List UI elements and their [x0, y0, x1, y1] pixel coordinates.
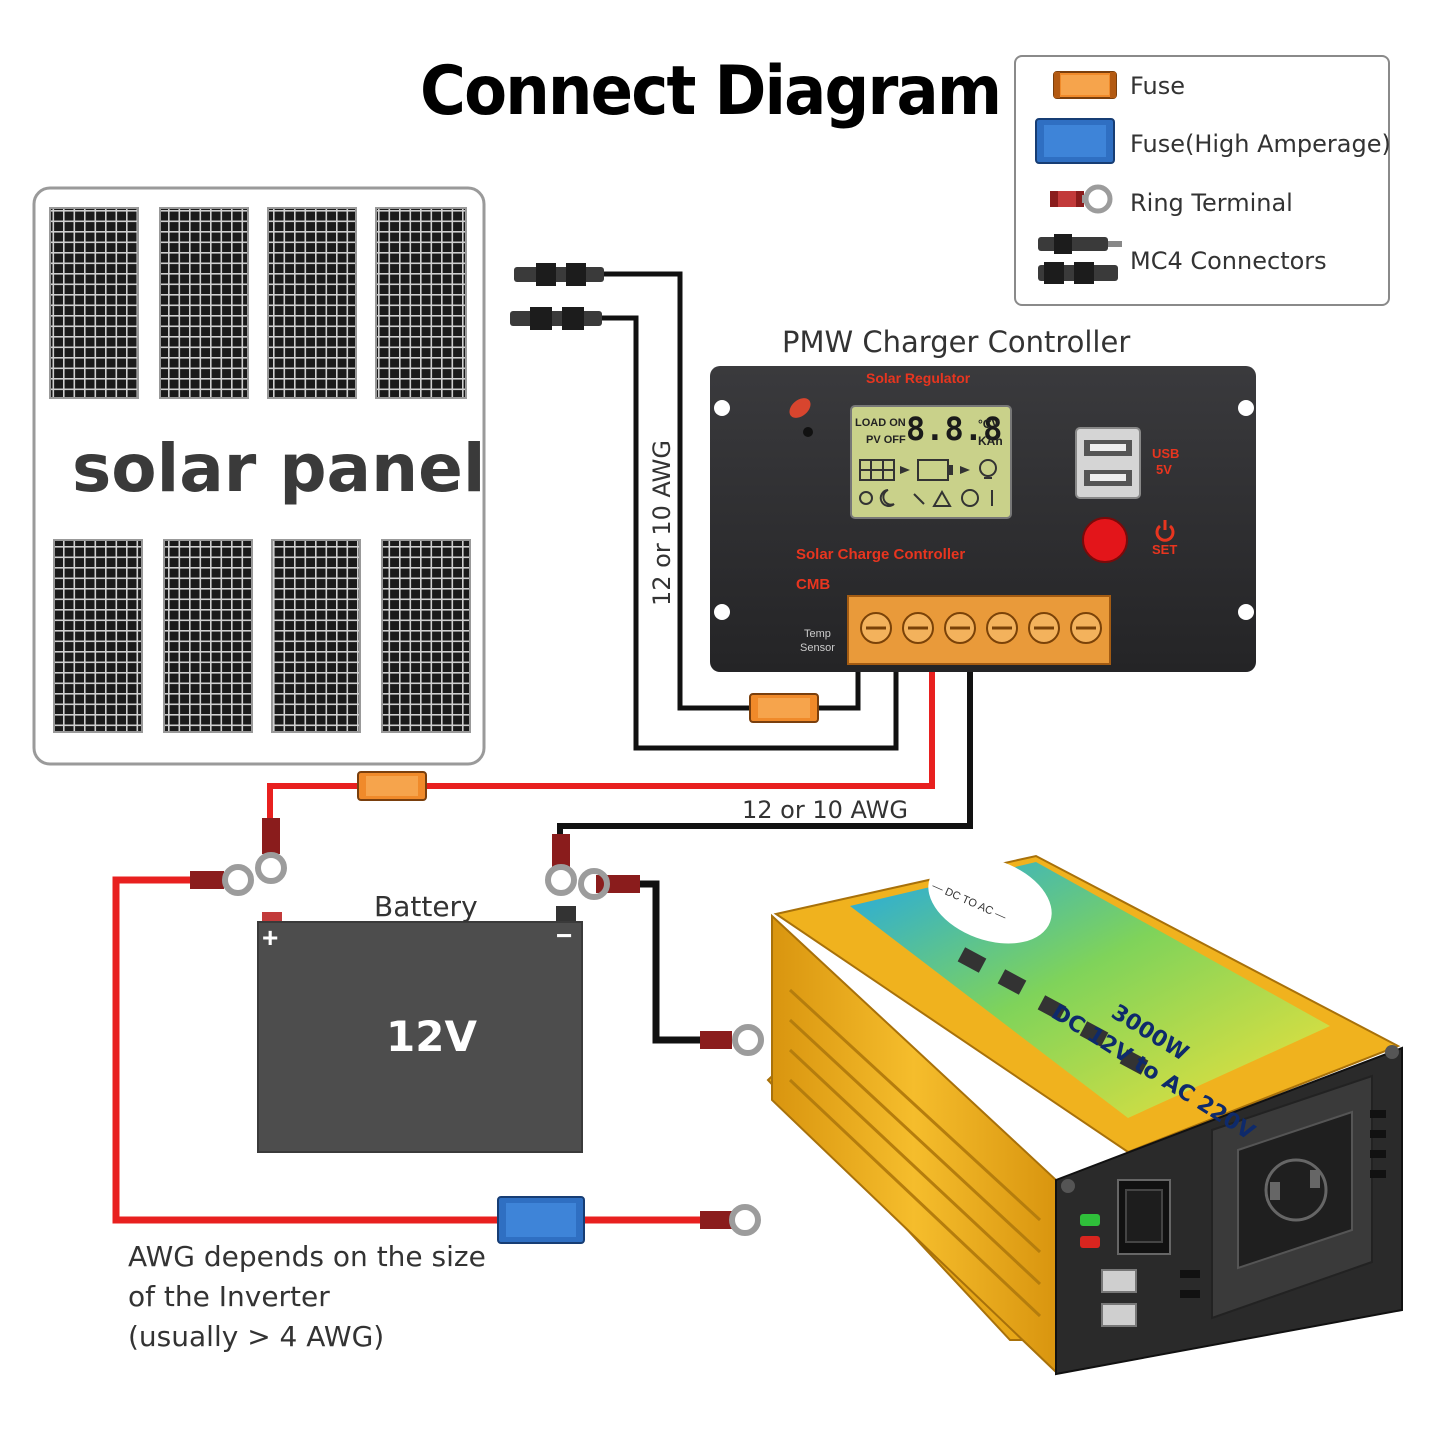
terminal-block	[847, 595, 1111, 665]
set-button[interactable]	[1082, 517, 1128, 563]
controller-caption: PMW Charger Controller	[782, 325, 1131, 359]
fuse-icon	[749, 693, 819, 723]
legend-label-high-amperage-fuse: Fuse(High Amperage)	[1130, 130, 1391, 158]
lcd-arrow-icon	[900, 466, 970, 474]
pv-wire-gauge-label: 12 or 10 AWG	[648, 440, 676, 606]
power-switch[interactable]	[1117, 1179, 1171, 1255]
lcd-battery-icon	[917, 459, 953, 481]
lcd-status-icons	[859, 489, 993, 507]
inverter-fins	[788, 988, 1042, 1318]
usb-port-icon	[1101, 1269, 1137, 1327]
high-amperage-fuse-icon	[1035, 118, 1115, 164]
note-line: AWG depends on the size	[128, 1240, 486, 1273]
mc4-connector-icon	[1038, 234, 1122, 284]
battery-wires	[267, 668, 973, 836]
battery	[257, 906, 583, 1153]
power-icon	[1155, 520, 1175, 542]
solar-panel	[32, 186, 486, 766]
usb-port-icon	[1075, 427, 1141, 499]
temp-sensor-label-2: Sensor	[800, 642, 835, 654]
lcd-bulb-icon	[979, 459, 997, 479]
ring-terminal-icon	[190, 864, 254, 896]
ring-terminal-icon	[255, 818, 287, 884]
solar-panel-top-row	[49, 207, 467, 399]
lcd-pv-label: PV OFF	[866, 434, 906, 446]
ring-terminal-icon	[578, 868, 640, 900]
inverter-awg-note: AWG depends on the size of the Inverter …	[128, 1237, 548, 1357]
controller-brand-bottom: Solar Charge Controller	[796, 546, 966, 563]
battery-negative-terminal: −	[556, 920, 573, 951]
legend-label-mc4-connectors: MC4 Connectors	[1130, 247, 1327, 275]
high-amperage-fuse-icon	[497, 1196, 585, 1244]
set-label: SET	[1152, 542, 1178, 557]
battery-wire-gauge-label: 12 or 10 AWG	[742, 796, 908, 824]
lcd-unit-bottom: KAh	[978, 434, 1003, 448]
legend-label-fuse: Fuse	[1130, 72, 1185, 100]
ring-terminal-icon	[545, 834, 577, 896]
inverter	[766, 854, 1403, 1376]
pv-wires	[600, 271, 899, 751]
controller-model: CMB	[796, 576, 831, 593]
battery-positive-terminal: +	[262, 922, 279, 953]
note-line: of the Inverter	[128, 1280, 330, 1313]
inverter-status-led	[1080, 1214, 1100, 1248]
inverter-positive-wire	[112, 876, 700, 1224]
temp-sensor-label-1: Temp	[804, 628, 831, 640]
vent-slots	[1180, 1110, 1386, 1298]
status-led-icon	[789, 398, 813, 437]
charge-controller	[710, 366, 1256, 672]
appliance-icons	[957, 947, 1149, 1075]
note-line: (usually > 4 AWG)	[128, 1320, 385, 1353]
ring-terminal-icon	[1050, 184, 1113, 214]
ring-terminal-icon	[700, 1204, 761, 1236]
usb-label: USB	[1152, 446, 1180, 461]
solar-panel-bottom-row	[53, 539, 471, 733]
mc4-connector-icon	[510, 263, 604, 330]
lcd-load-label: LOAD ON	[855, 417, 906, 429]
ring-terminal-icon	[700, 1024, 764, 1056]
controller-brand-top: Solar Regulator	[866, 370, 971, 386]
diagram-title: Connect Diagram	[420, 52, 1002, 131]
legend-label-ring-terminal: Ring Terminal	[1130, 189, 1293, 217]
battery-voltage: 12V	[386, 1012, 477, 1061]
ac-socket-icon	[1237, 1110, 1353, 1270]
legend-icons	[1035, 71, 1122, 284]
solar-panel-label: solar panel	[72, 430, 486, 507]
lcd-solar-icon	[859, 459, 895, 481]
lcd-digits: 8.8.8	[906, 410, 1003, 448]
battery-caption: Battery	[374, 890, 478, 923]
fuse-icon	[1053, 71, 1117, 99]
fuse-icon	[357, 771, 427, 801]
inverter-negative-wire	[640, 880, 700, 1044]
usb-voltage-label: 5V	[1156, 462, 1172, 477]
lcd-unit-top: °CV	[978, 417, 1000, 431]
